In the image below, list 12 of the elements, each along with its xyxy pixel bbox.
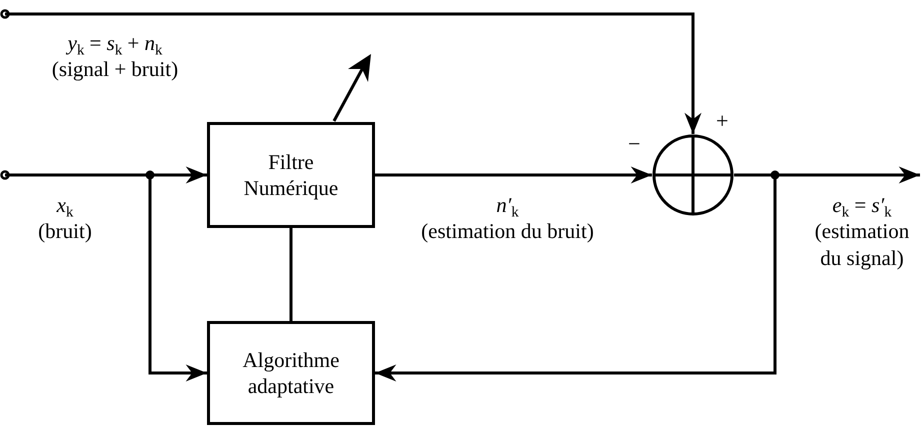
connector-line xyxy=(290,228,292,321)
block-label: Filtre Numérique xyxy=(242,148,340,202)
arrow xyxy=(5,12,702,134)
algorithm-box xyxy=(207,321,375,425)
block-label: Algorithme adaptative xyxy=(242,346,340,400)
sign-label: + xyxy=(716,110,728,132)
arrow xyxy=(375,174,776,382)
arrow xyxy=(5,166,207,184)
filter-box xyxy=(207,122,375,228)
sign-label: − xyxy=(628,133,640,155)
summing-junction xyxy=(652,134,734,216)
arrow xyxy=(375,166,652,184)
